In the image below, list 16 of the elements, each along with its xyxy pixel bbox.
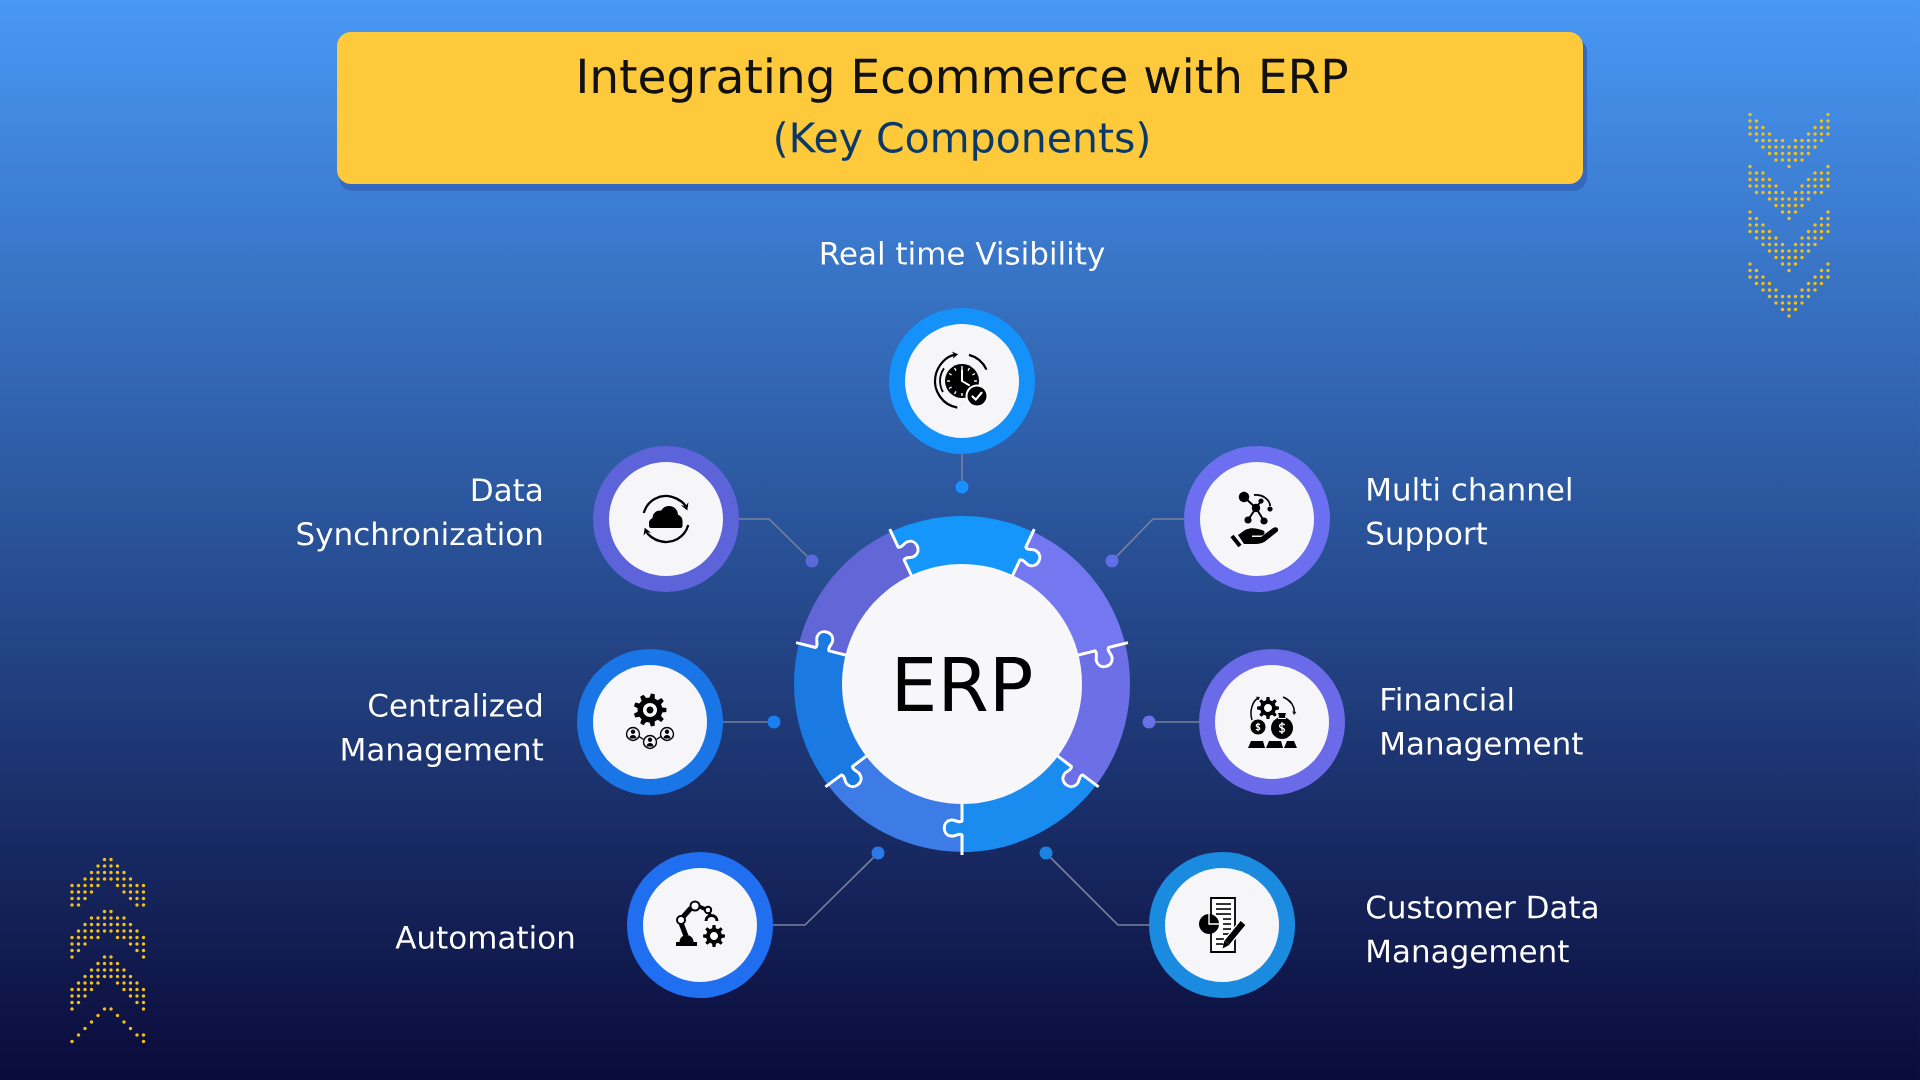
- connector-line: [1115, 518, 1185, 558]
- subtitle: (Key Components): [776, 121, 1148, 161]
- component-label: Real time Visibility: [821, 241, 1105, 271]
- connector-line: [722, 721, 769, 723]
- title: Integrating Ecommerce with ERP: [580, 57, 1347, 103]
- component-label: Automation: [395, 925, 574, 949]
- component-label: Financial Management: [1382, 687, 1583, 761]
- connector-line: [1049, 856, 1150, 926]
- connector-line: [772, 856, 875, 926]
- component-label: Centralized Management: [342, 693, 544, 767]
- connector-line: [738, 518, 809, 558]
- component-label: Customer Data Management: [1366, 895, 1597, 969]
- component-label: Data Synchronization: [297, 478, 542, 552]
- component-label: Multi channel Support: [1367, 477, 1571, 551]
- connector-line: [961, 453, 963, 482]
- connector-line: [1154, 721, 1200, 723]
